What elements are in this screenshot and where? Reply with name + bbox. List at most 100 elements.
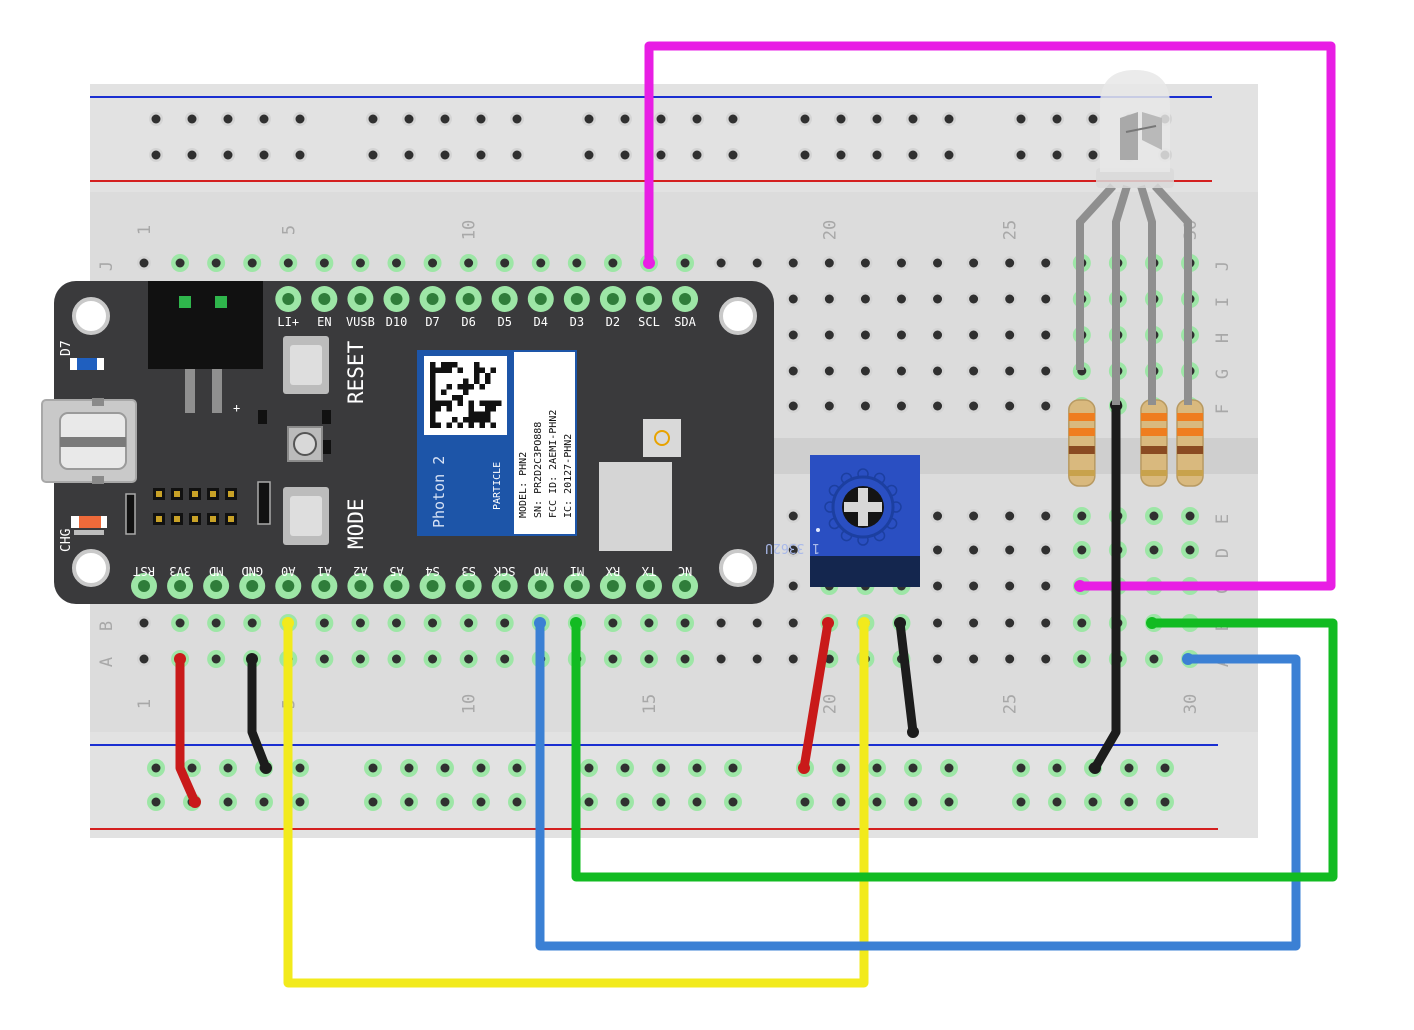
- swd-header: [153, 488, 237, 525]
- breadboard-hole: [319, 654, 329, 664]
- pin-label-d2: D2: [606, 315, 620, 329]
- screw-slot: [844, 502, 882, 512]
- module-info-model: MODEL: PHN2: [518, 452, 529, 518]
- reset-button-cap[interactable]: [290, 345, 322, 385]
- module-name: Photon 2: [430, 456, 448, 528]
- breadboard-hole: [1005, 401, 1015, 411]
- breadboard-hole: [211, 654, 221, 664]
- rail-hole: [259, 797, 269, 807]
- magenta-wire-end: [1074, 580, 1086, 592]
- breadboard-hole: [752, 258, 762, 268]
- header-pin: [679, 580, 692, 592]
- battery-lead: [212, 369, 222, 413]
- column-number-bottom: 30: [1181, 694, 1201, 714]
- header-pin: [282, 293, 295, 305]
- qr-cell: [463, 389, 469, 395]
- resistors: [1068, 399, 1204, 487]
- breadboard-hole: [896, 366, 906, 376]
- column-number-top: 10: [460, 220, 480, 240]
- header-pin: [390, 580, 403, 592]
- breadboard-hole: [969, 545, 979, 555]
- qr-cell: [430, 373, 436, 379]
- qr-cell: [457, 400, 463, 406]
- breadboard-hole: [933, 511, 943, 521]
- swd-pin: [174, 516, 180, 522]
- breadboard-hole: [1041, 330, 1051, 340]
- rail-hole: [1052, 114, 1062, 124]
- potentiometer[interactable]: 1 3362U: [765, 455, 920, 587]
- row-letter-right: H: [1213, 333, 1233, 343]
- wires: [174, 41, 1338, 988]
- rail-hole: [656, 797, 666, 807]
- qr-cell: [430, 389, 436, 395]
- breadboard-hole: [969, 366, 979, 376]
- qr-cell: [485, 406, 491, 412]
- qr-cell: [452, 395, 458, 401]
- breadboard-hole: [464, 258, 474, 268]
- breadboard-hole: [896, 330, 906, 340]
- resistor-band: [1177, 446, 1204, 454]
- reset-label: RESET: [344, 340, 368, 404]
- qr-cell: [435, 406, 441, 412]
- breadboard-hole: [1041, 366, 1051, 376]
- rail-hole: [1160, 797, 1170, 807]
- rail-hole: [656, 114, 666, 124]
- qr-cell: [430, 422, 436, 428]
- qr-cell: [457, 422, 463, 428]
- rail-hole: [512, 150, 522, 160]
- rail-hole: [368, 763, 378, 773]
- swd-pin: [174, 491, 180, 497]
- qr-cell: [441, 400, 447, 406]
- breadboard-hole: [139, 618, 149, 628]
- breadboard-hole: [1077, 618, 1087, 628]
- qr-cell: [457, 395, 463, 401]
- breadboard-hole: [1005, 294, 1015, 304]
- module-info-fcc: FCC ID: 2AEMI-PHN2: [548, 410, 559, 518]
- rail-hole: [151, 763, 161, 773]
- qr-cell: [441, 367, 447, 373]
- breadboard-hole: [644, 654, 654, 664]
- header-pin: [318, 580, 331, 592]
- rail-hole: [151, 150, 161, 160]
- row-letter-right: J: [1213, 261, 1233, 271]
- rail-hole: [187, 114, 197, 124]
- resistor-band: [1068, 428, 1095, 436]
- qr-cell: [446, 384, 452, 390]
- qr-cell: [457, 384, 463, 390]
- resistor-band: [1177, 428, 1204, 436]
- breadboard-hole: [1005, 618, 1015, 628]
- breadboard-hole: [355, 654, 365, 664]
- green-wire: [571, 618, 1338, 882]
- breadboard-bottom-rail: [90, 732, 1258, 838]
- breadboard-hole: [860, 258, 870, 268]
- resistor-band: [1140, 428, 1167, 436]
- rail-hole: [836, 150, 846, 160]
- column-number-bottom: 20: [820, 694, 840, 714]
- header-pin: [138, 580, 150, 592]
- rail-hole: [908, 114, 918, 124]
- qr-cell: [446, 422, 452, 428]
- mode-button-cap[interactable]: [290, 496, 322, 536]
- header-pin: [606, 293, 619, 305]
- swd-pin: [192, 491, 198, 497]
- mount-hole: [72, 297, 110, 335]
- qr-cell: [430, 378, 436, 384]
- breadboard-hole: [969, 618, 979, 628]
- rail-hole: [295, 797, 305, 807]
- column-number-top: 1: [135, 225, 155, 235]
- rail-hole: [1016, 797, 1026, 807]
- qr-cell: [430, 406, 436, 412]
- rail-hole: [800, 150, 810, 160]
- rgb-led-lead: [1137, 184, 1156, 405]
- header-pin: [426, 580, 439, 592]
- rail-hole: [692, 797, 702, 807]
- breadboard-hole: [355, 618, 365, 628]
- qr-cell: [479, 400, 485, 406]
- breadboard-hole: [1041, 654, 1051, 664]
- chg-led-body: [79, 516, 101, 528]
- pin-label-mi: MI: [570, 564, 584, 578]
- rail-hole: [440, 150, 450, 160]
- qr-cell: [435, 367, 441, 373]
- rail-hole: [944, 150, 954, 160]
